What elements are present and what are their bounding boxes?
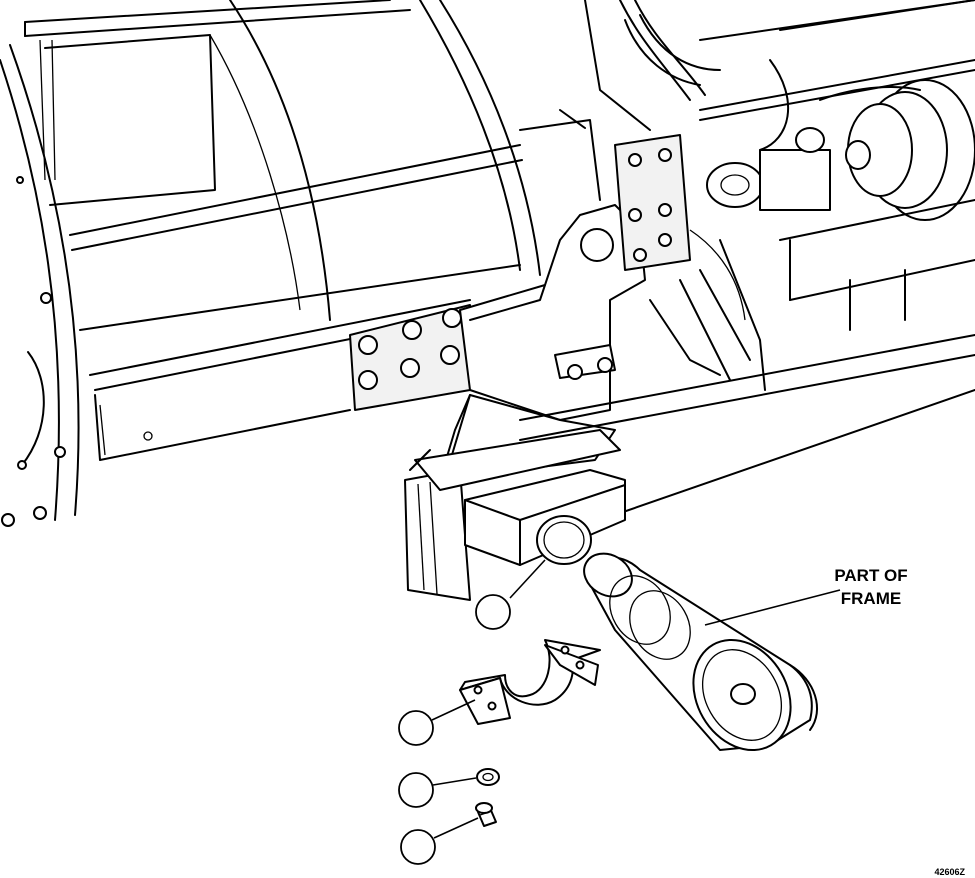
bolt-plate <box>349 304 471 411</box>
frame-rail <box>404 334 975 601</box>
washer <box>476 768 500 786</box>
frame-label-line1: PART OF <box>834 566 907 585</box>
callout-strap-clamp <box>398 699 476 746</box>
callout-pivot-bushing <box>475 559 546 630</box>
pivot-bushing <box>583 552 819 752</box>
frame-leader-line <box>704 589 841 626</box>
figure-id: 42606Z <box>934 867 965 877</box>
callout-bolt <box>400 817 479 865</box>
bolt <box>475 802 497 827</box>
engine-assembly <box>584 0 975 391</box>
frame-label-line2: FRAME <box>841 589 901 608</box>
cab-body <box>0 0 601 527</box>
strap-clamp <box>459 639 601 725</box>
callout-washer <box>398 772 477 808</box>
